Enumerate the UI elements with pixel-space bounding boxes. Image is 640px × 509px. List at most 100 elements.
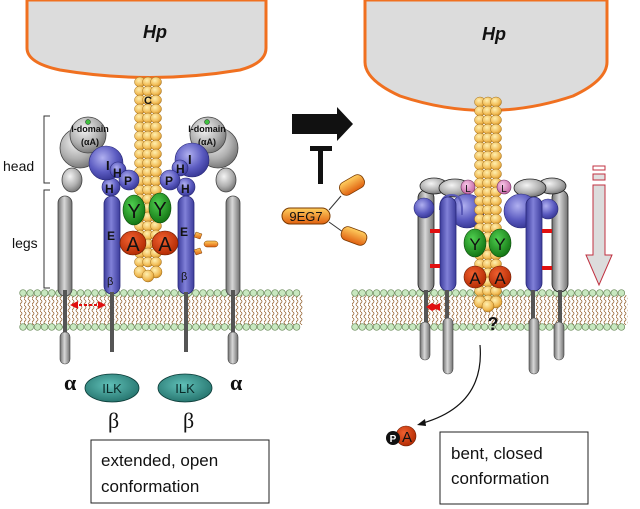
lipid-head [91, 289, 99, 297]
domain-Y-right-1 [463, 228, 487, 258]
lipid-head [480, 323, 489, 331]
lipid-head [502, 289, 510, 297]
beta-leg-label-right: β [181, 271, 187, 283]
lipid-head [264, 323, 272, 331]
caga-bead [150, 121, 162, 133]
lipid-head [617, 323, 626, 331]
domain-Y-left-2 [148, 192, 172, 224]
lipid-head [372, 289, 381, 297]
lipid-head [495, 323, 503, 331]
lipid-head [33, 289, 42, 297]
beta-subunit-right [159, 142, 210, 352]
lipid-head [48, 323, 56, 331]
caga-bead [150, 256, 162, 268]
antibody-bound-small [193, 231, 219, 256]
caga-bead [150, 157, 162, 169]
lipid-head [213, 289, 222, 297]
lipid-head [358, 323, 366, 331]
lipid-head [40, 323, 49, 331]
beta-label-left: β [108, 408, 119, 433]
domain-A-left-1 [119, 230, 147, 256]
caga-bead [490, 150, 502, 162]
lipid-head [98, 289, 106, 297]
phospho-caga: P A [386, 425, 417, 447]
caption-box-right [439, 431, 589, 505]
idomain-label-right: I-domain [188, 124, 226, 134]
lipid-head [430, 289, 438, 297]
lipid-head [524, 289, 532, 297]
lateral-movement-arrow [70, 301, 106, 309]
caga-bead [481, 299, 495, 313]
legs-bracket [43, 189, 50, 289]
lipid-head [177, 323, 186, 331]
lipid-head [588, 323, 597, 331]
domain-A-right-1 [463, 265, 487, 289]
lipid-head [170, 323, 178, 331]
alpha-label-left: α [64, 370, 77, 395]
pathogen-label-left: Hp [143, 22, 167, 42]
idomain-sub-left: (αA) [81, 137, 99, 147]
caption-left-line2: conformation [101, 477, 199, 496]
lipid-head [358, 289, 366, 297]
lipid-head [516, 323, 525, 331]
lipid-head [466, 323, 474, 331]
lipid-head [249, 323, 258, 331]
caga-bead [490, 213, 502, 225]
lipid-head [206, 323, 214, 331]
lipid-head [192, 289, 200, 297]
lipid-head [213, 323, 222, 331]
domain-Y-left-1 [122, 194, 146, 226]
lipid-head [256, 323, 265, 331]
lipid-head [163, 289, 171, 297]
lipid-head [134, 289, 142, 297]
idomain-label-left: I-domain [71, 124, 109, 134]
lipid-head [141, 289, 150, 297]
lipid-head [596, 289, 604, 297]
lipid-head [141, 323, 150, 331]
lipid-head [466, 289, 474, 297]
domain-E-left: E [107, 229, 115, 243]
lipid-head [163, 323, 171, 331]
caga-bead [490, 168, 502, 180]
domain-L-left [460, 179, 476, 195]
lipid-head [545, 289, 554, 297]
middle-section: 9EG7 [281, 107, 368, 246]
caga-bead [150, 85, 162, 97]
lipid-head [574, 323, 582, 331]
caga-bead [150, 112, 162, 124]
lipid-head [120, 289, 128, 297]
lipid-head [401, 323, 410, 331]
caga-label: C [144, 95, 152, 107]
lipid-head [581, 289, 590, 297]
lipid-head [292, 289, 301, 297]
lipid-head [112, 323, 121, 331]
lipid-head [19, 289, 27, 297]
caga-bead [150, 139, 162, 151]
lipid-head [459, 289, 467, 297]
caga-bead [150, 166, 162, 178]
lipid-head [365, 323, 374, 331]
caga-bead [150, 103, 162, 115]
transition-arrow [292, 107, 353, 141]
domain-A-right-2 [488, 265, 512, 289]
domain-A-left-2 [151, 230, 179, 256]
lipid-head [98, 323, 106, 331]
domain-I-left: I [106, 158, 110, 173]
lipid-head [430, 323, 438, 331]
caga-bead [490, 195, 502, 207]
lipid-head [603, 289, 611, 297]
lipid-head [574, 289, 582, 297]
caga-bead [490, 159, 502, 171]
beta-subunit-left [88, 145, 140, 352]
alpha-subunit-bent-right [513, 177, 569, 361]
release-arrow [417, 344, 481, 426]
lipid-head [567, 289, 575, 297]
lipid-head [249, 289, 258, 297]
caption-box-left [90, 439, 270, 504]
caga-bead [150, 94, 162, 106]
lipid-head [33, 323, 42, 331]
beta-label-right: β [183, 408, 194, 433]
caga-bead [490, 141, 502, 153]
question-mark: ? [488, 314, 499, 334]
lipid-head [502, 323, 510, 331]
